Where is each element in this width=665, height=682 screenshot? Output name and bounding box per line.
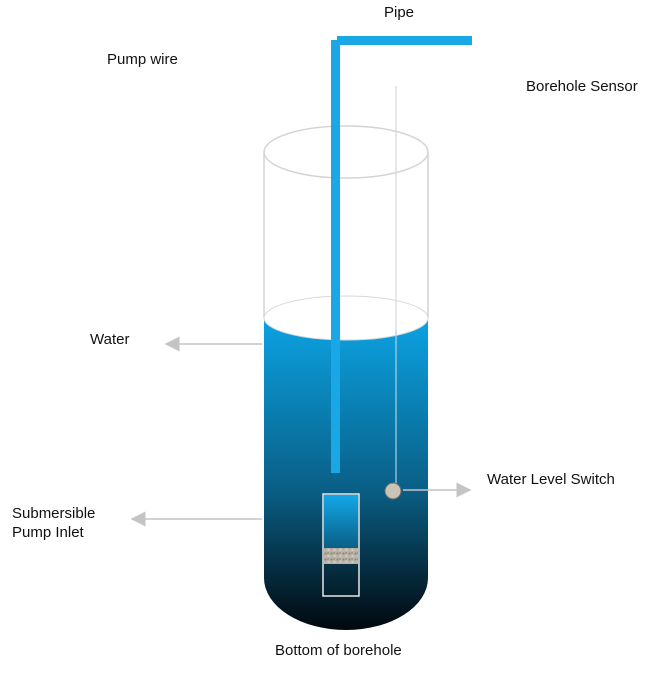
pipe-label: Pipe <box>384 4 415 21</box>
bottom-of-borehole-label: Bottom of borehole <box>275 642 402 659</box>
water-surface <box>263 295 429 341</box>
borehole-sensor-label: Borehole Sensor <box>526 78 638 95</box>
submersible-pump <box>322 493 360 597</box>
pump-inlet-label-line1: Submersible <box>12 505 96 522</box>
pipe <box>331 36 472 473</box>
pump-inlet-label-line2: Pump Inlet <box>12 524 84 541</box>
water-level-switch-float <box>384 482 402 500</box>
tube-top-rim <box>263 125 429 179</box>
water-body <box>264 318 428 630</box>
borehole-tube <box>263 125 429 318</box>
water-level-switch-label: Water Level Switch <box>487 471 615 488</box>
water-label: Water <box>90 331 130 348</box>
pump-inlet-screen <box>324 548 358 564</box>
pump-wire-label: Pump wire <box>107 51 178 68</box>
